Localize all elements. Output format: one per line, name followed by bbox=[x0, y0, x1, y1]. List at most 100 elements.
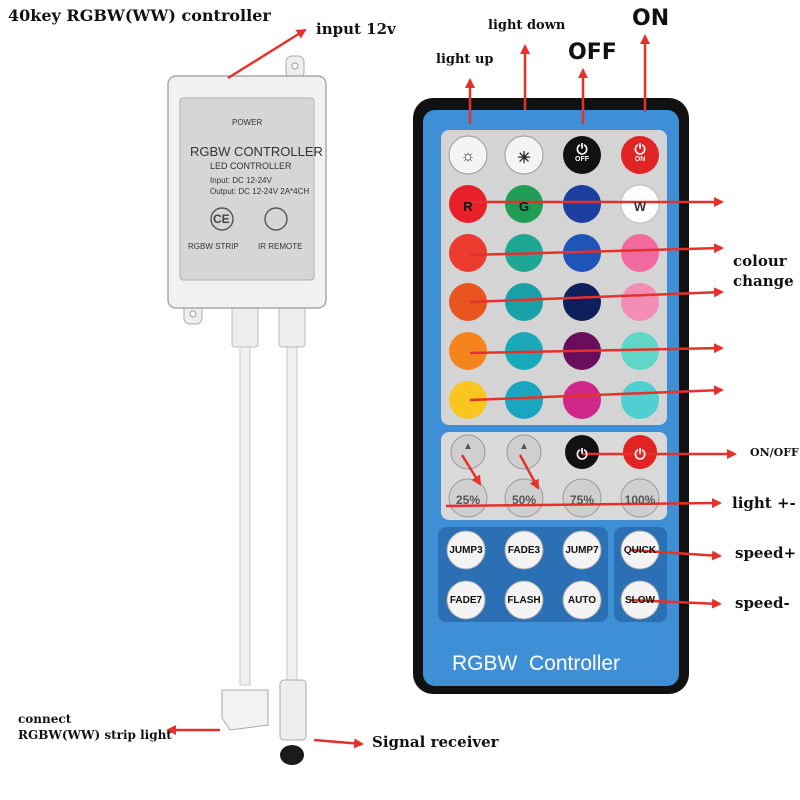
color-button-r3-c2[interactable] bbox=[505, 283, 543, 321]
callout-arrows bbox=[166, 28, 737, 749]
callout-signal: Signal receiver bbox=[372, 733, 499, 751]
arrow-signal bbox=[313, 738, 364, 749]
mode-button-auto[interactable] bbox=[562, 580, 602, 620]
callout-speed-plus: speed+ bbox=[735, 544, 797, 562]
mode-button-jump7[interactable] bbox=[562, 530, 602, 570]
mode-button-fade3[interactable] bbox=[504, 530, 544, 570]
controller-tab-hole-2 bbox=[189, 310, 197, 318]
controller-strip-label: RGBW STRIP bbox=[188, 242, 239, 251]
dim-on-button[interactable] bbox=[623, 435, 657, 469]
on-button[interactable] bbox=[621, 136, 659, 174]
off-power-icon: ⏻ bbox=[576, 141, 588, 158]
callout-light-up: light up bbox=[436, 52, 494, 67]
cable-left bbox=[239, 344, 251, 686]
color-button-r2-c4[interactable] bbox=[621, 234, 659, 272]
callout-on-off: ON/OFF bbox=[750, 446, 799, 459]
color-button-r5-c2[interactable] bbox=[505, 381, 543, 419]
mode-button-jump3[interactable] bbox=[446, 530, 486, 570]
callout-connect-2: RGBW(WW) strip light bbox=[18, 728, 172, 742]
color-button-r5-c4[interactable] bbox=[621, 381, 659, 419]
color-button-r4-c1[interactable] bbox=[449, 332, 487, 370]
controller-ce: CE bbox=[213, 212, 230, 226]
arrow-dim-down bbox=[518, 454, 540, 490]
off-button[interactable] bbox=[563, 136, 601, 174]
color-button-r2-c1[interactable] bbox=[449, 234, 487, 272]
percent-button-100[interactable] bbox=[620, 478, 660, 518]
callout-light-pm: light +- bbox=[732, 494, 796, 512]
light-up-icon: ☼ bbox=[460, 148, 476, 166]
dim-on-icon: ⏻ bbox=[634, 446, 646, 463]
color-button-r1-c1[interactable] bbox=[449, 185, 487, 223]
percent-label-100: 100% bbox=[624, 492, 656, 507]
diagram-title: 40key RGBW(WW) controller bbox=[8, 6, 271, 25]
remote-buttons bbox=[446, 135, 660, 620]
color-letter-g: G bbox=[518, 198, 530, 214]
arrow-input bbox=[227, 28, 307, 80]
color-button-r5-c1[interactable] bbox=[449, 381, 487, 419]
controller-box bbox=[167, 55, 327, 325]
cables bbox=[221, 304, 307, 765]
callout-off: OFF bbox=[568, 40, 617, 65]
mode-label-auto: AUTO bbox=[567, 594, 597, 606]
color-button-r1-c3[interactable] bbox=[563, 185, 601, 223]
controller-label bbox=[179, 97, 315, 281]
percent-label-25: 25% bbox=[455, 492, 481, 507]
dim-down-icon: ▲ bbox=[519, 440, 529, 452]
color-button-r1-c2[interactable] bbox=[505, 185, 543, 223]
color-button-r3-c4[interactable] bbox=[621, 283, 659, 321]
ce-mark bbox=[210, 207, 234, 231]
light-down-button[interactable] bbox=[504, 135, 544, 175]
r-mark bbox=[264, 207, 288, 231]
remote-name: RGBW Controller bbox=[452, 652, 621, 675]
controller-sub: LED CONTROLLER bbox=[210, 161, 292, 171]
color-button-r3-c3[interactable] bbox=[563, 283, 601, 321]
controller-tab-hole bbox=[291, 62, 299, 70]
percent-button-75[interactable] bbox=[562, 478, 602, 518]
color-letter-r: R bbox=[463, 198, 473, 214]
receiver-head bbox=[280, 745, 304, 765]
mode-label-flash: FLASH bbox=[507, 594, 541, 606]
dim-off-button[interactable] bbox=[565, 435, 599, 469]
light-down-icon: ☀ bbox=[516, 150, 532, 168]
mode-label-jump3: JUMP3 bbox=[449, 544, 483, 556]
cable-left-boot bbox=[231, 304, 259, 348]
controller-brand: RGBW CONTROLLER bbox=[190, 144, 323, 159]
speed-label-slow: SLOW bbox=[625, 594, 655, 606]
controller-ir-label: IR REMOTE bbox=[258, 242, 303, 251]
dim-up-button[interactable] bbox=[450, 434, 486, 470]
arrow-light-pm bbox=[445, 498, 722, 509]
arrow-colour-5 bbox=[469, 385, 724, 402]
callout-colour-1: colour bbox=[733, 252, 787, 270]
cable-right-boot bbox=[278, 304, 306, 348]
callout-input: input 12v bbox=[316, 20, 396, 38]
mode-label-fade3: FADE3 bbox=[507, 544, 541, 556]
on-button-label: ON bbox=[634, 155, 646, 163]
callout-colour-2: change bbox=[733, 272, 794, 290]
callout-connect-1: connect bbox=[18, 712, 72, 726]
controller-power-label: POWER bbox=[232, 118, 263, 127]
dim-down-button[interactable] bbox=[506, 434, 542, 470]
controller-output: Output: DC 12-24V 2A*4CH bbox=[210, 187, 310, 196]
strip-connector bbox=[221, 689, 269, 731]
arrow-speed-plus bbox=[629, 548, 722, 561]
color-button-r5-c3[interactable] bbox=[563, 381, 601, 419]
speed-label-quick: QUICK bbox=[623, 544, 657, 556]
remote-color-panel bbox=[441, 130, 667, 425]
callout-light-down: light down bbox=[488, 18, 566, 33]
color-button-r4-c4[interactable] bbox=[621, 332, 659, 370]
light-up-button[interactable] bbox=[448, 135, 488, 175]
color-button-r1-c4[interactable] bbox=[620, 184, 660, 224]
on-power-icon: ⏻ bbox=[634, 141, 646, 158]
color-button-r3-c1[interactable] bbox=[449, 283, 487, 321]
mode-button-flash[interactable] bbox=[504, 580, 544, 620]
mode-label-fade7: FADE7 bbox=[449, 594, 483, 606]
arrow-speed-minus bbox=[629, 598, 722, 609]
percent-label-50: 50% bbox=[511, 492, 537, 507]
percent-button-25[interactable] bbox=[448, 478, 488, 518]
callout-on: ON bbox=[632, 6, 670, 31]
receiver-sleeve bbox=[279, 679, 307, 741]
mode-button-fade7[interactable] bbox=[446, 580, 486, 620]
arrow-colour-4 bbox=[469, 343, 724, 355]
dim-off-icon: ⏻ bbox=[576, 446, 588, 463]
